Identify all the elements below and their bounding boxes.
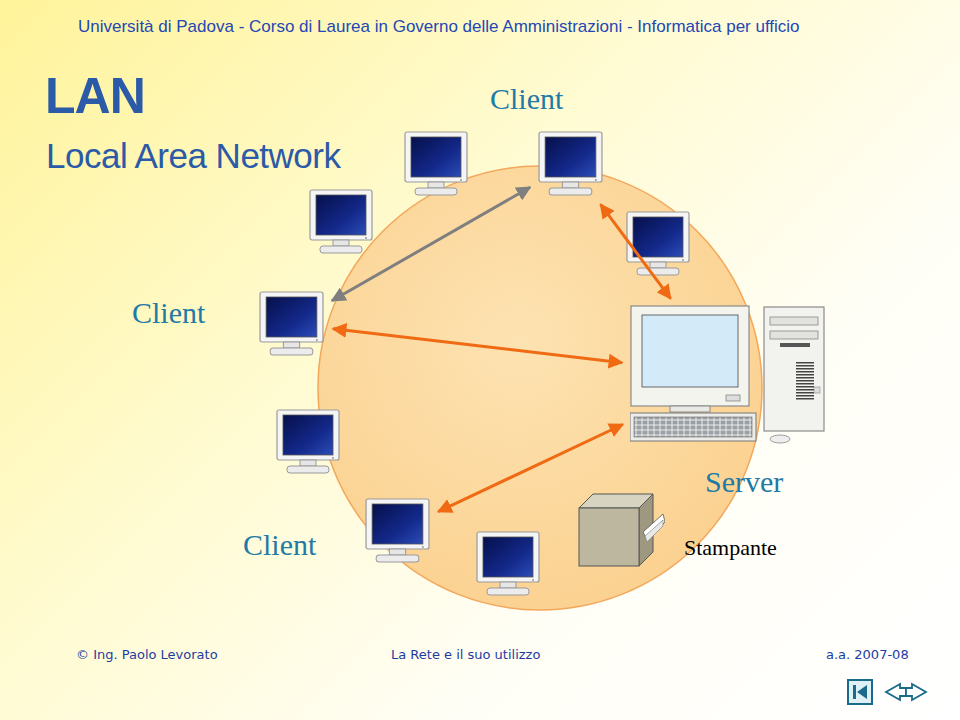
printer: Stampante [577,492,665,567]
footer-author: © Ing. Paolo Levorato [76,648,218,663]
client-monitor [405,132,467,195]
monitor-icon [258,290,325,358]
footer-year: a.a. 2007-08 [826,648,909,663]
nav-buttons [906,684,926,700]
nav-buttons [848,680,872,704]
client-computer: Client [537,130,604,198]
footer-course: La Rete e il suo utilizzo [391,648,540,663]
server-computer [780,343,810,347]
node-label: Client [132,296,205,331]
server-computer [670,406,710,412]
server-computer [630,305,825,445]
server-computer [770,331,818,339]
server-computer [642,315,738,387]
client-monitor [477,532,539,595]
printer-icon [577,492,665,567]
server-computer [630,413,756,441]
printer-label: Stampante [684,535,777,560]
node-label: Client [243,528,316,563]
server-computer [764,307,824,431]
subtitle: Local Area Network [46,136,340,176]
network-link [601,204,671,298]
server-computer [814,387,820,393]
client-computer: Client [258,290,325,358]
client-monitor [310,190,372,253]
monitor-icon [260,292,323,355]
client-monitor [627,212,689,275]
printer-icon [645,520,663,542]
nav-buttons [857,685,867,699]
server-computer [634,417,752,437]
slide-title: LAN [45,68,145,126]
server-computer [796,361,814,401]
server-computer: Server [630,305,825,445]
monitor-icon [539,132,602,195]
monitor-icon [537,130,604,198]
server-computer [770,317,818,325]
nav-buttons [853,685,856,699]
node-label: Client [490,82,563,117]
nav-buttons [848,680,926,704]
server-computer [726,395,740,401]
client-monitor [277,410,339,473]
node-label: Server [705,465,783,500]
printer-icon [579,508,639,566]
server-computer [631,306,749,406]
network-link [332,187,530,301]
header-rule [78,45,886,48]
monitor-icon [364,497,431,565]
server-computer [770,435,790,443]
network-link [333,329,622,363]
header-text: Università di Padova - Corso di Laurea i… [78,17,800,37]
monitor-icon [366,499,429,562]
nav-buttons [886,684,906,700]
client-computer: Client [364,497,431,565]
